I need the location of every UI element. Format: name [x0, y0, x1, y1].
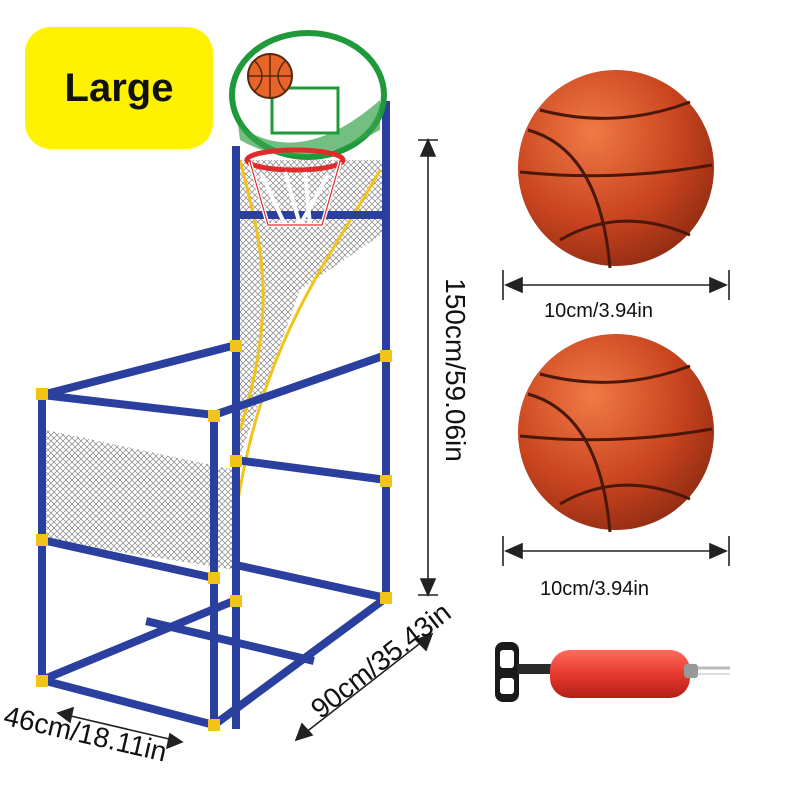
net-edge-yellow: [233, 159, 382, 521]
basketball-icon: [518, 70, 714, 269]
basketball-icon: [518, 334, 714, 533]
basketball-icon: [247, 53, 293, 99]
size-badge: Large: [25, 27, 213, 149]
ball-1-dimension-label: 10cm/3.94in: [544, 300, 653, 322]
ball-2-dimension-label: 10cm/3.94in: [540, 578, 649, 600]
height-dimension-label: 150cm/59.06in: [440, 278, 471, 462]
net: [46, 160, 388, 570]
dimension-lines: [56, 138, 730, 750]
air-pump-icon: [495, 642, 730, 702]
rim: [244, 147, 346, 173]
basketball-stand: [36, 30, 392, 731]
backboard-target: [270, 86, 340, 135]
